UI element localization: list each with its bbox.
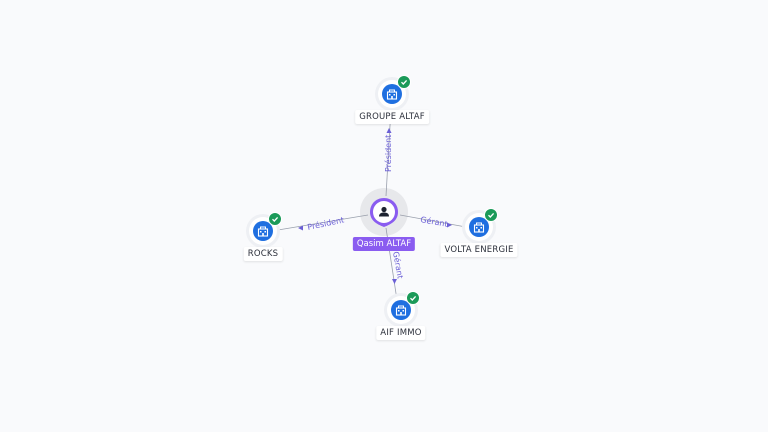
- company-label-groupe-altaf[interactable]: GROUPE ALTAF: [355, 110, 429, 124]
- person-icon: [379, 206, 389, 217]
- company-node-aif-immo[interactable]: [387, 291, 420, 324]
- edge-label-volta-energie: Gérant: [420, 214, 449, 229]
- verified-check-icon: [484, 208, 498, 222]
- edge-volta-energie: [399, 214, 467, 228]
- edge-arrow-rocks: [298, 225, 303, 231]
- building-icon: [253, 221, 273, 241]
- building-icon: [469, 217, 489, 237]
- person-name-label[interactable]: Qasim ALTAF: [352, 237, 416, 251]
- verified-check-icon: [406, 291, 420, 305]
- building-icon: [391, 300, 411, 320]
- edge-label-rocks: Président: [306, 214, 345, 232]
- edge-arrow-aif-immo: [392, 279, 397, 284]
- edge-arrow-groupe-altaf: [386, 128, 392, 133]
- edge-arrow-volta-energie: [447, 222, 452, 228]
- company-node-groupe-altaf[interactable]: [378, 75, 411, 108]
- company-node-rocks[interactable]: [249, 212, 282, 245]
- edge-label-aif-immo: Gérant: [391, 251, 406, 280]
- edge-label-groupe-altaf: Président: [383, 135, 393, 172]
- company-node-volta-energie[interactable]: [465, 208, 498, 241]
- company-label-volta-energie[interactable]: VOLTA ENERGIE: [440, 243, 518, 257]
- building-icon: [382, 84, 402, 104]
- edge-rocks: [277, 214, 369, 231]
- verified-check-icon: [268, 212, 282, 226]
- verified-check-icon: [397, 75, 411, 89]
- company-label-aif-immo[interactable]: AIF IMMO: [376, 326, 426, 340]
- company-label-rocks[interactable]: ROCKS: [243, 247, 283, 261]
- person-node[interactable]: [368, 196, 400, 228]
